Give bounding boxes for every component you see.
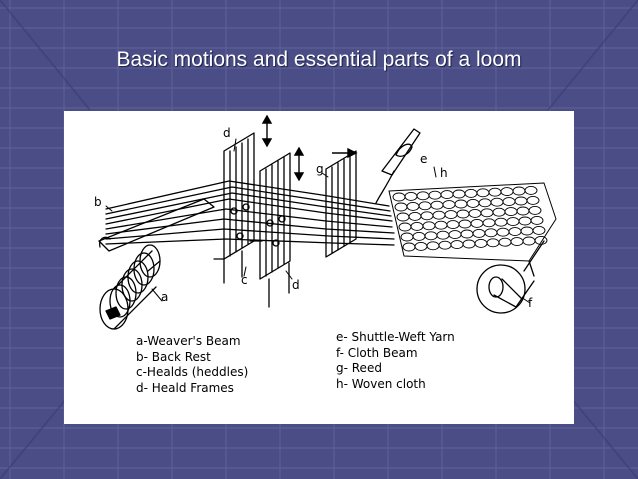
legend-item-c: c-Healds (heddles) — [136, 365, 249, 379]
arrow-right-icon — [332, 147, 358, 159]
legend-left: a-Weaver's Beam b- Back Rest c-Healds (h… — [136, 334, 248, 396]
double-arrow-up-down-icon — [261, 114, 273, 148]
loom-diagram-panel: a b c d d e f g h a-Weaver's Beam b- Bac… — [64, 111, 574, 424]
label-e: e — [420, 152, 427, 166]
legend-item-g: g- Reed — [336, 361, 382, 375]
reed — [325, 150, 357, 258]
label-g: g — [316, 162, 324, 176]
slide-title: Basic motions and essential parts of a l… — [116, 48, 522, 71]
label-c: c — [241, 273, 248, 287]
legend-item-d: d- Heald Frames — [136, 380, 234, 395]
label-b: b — [94, 195, 102, 209]
heald-frames — [213, 132, 291, 308]
woven-cloth — [388, 182, 557, 262]
label-h: h — [440, 166, 448, 180]
legend-item-e: e- Shuttle-Weft Yarn — [336, 330, 455, 344]
legend-item-f: f- Cloth Beam — [336, 345, 418, 360]
leader-lines — [105, 138, 531, 304]
cloth-beam — [476, 240, 545, 314]
legend-right: e- Shuttle-Weft Yarn f- Cloth Beam g- Re… — [336, 330, 455, 392]
back-rest — [98, 198, 215, 252]
double-arrow-up-down-icon — [293, 146, 305, 182]
loom-diagram: a b c d d e f g h — [94, 114, 557, 330]
warp-threads — [105, 180, 395, 246]
label-a: a — [161, 290, 168, 304]
label-d-bottom: d — [292, 278, 300, 292]
label-d-top: d — [223, 126, 231, 140]
weavers-beam — [99, 244, 161, 330]
shuttle — [375, 128, 421, 204]
legend-item-b: b- Back Rest — [136, 349, 211, 364]
heddle-eyes — [230, 203, 286, 247]
label-f: f — [528, 296, 533, 310]
legend-item-h: h- Woven cloth — [336, 376, 426, 391]
legend-item-a: a-Weaver's Beam — [136, 334, 241, 348]
